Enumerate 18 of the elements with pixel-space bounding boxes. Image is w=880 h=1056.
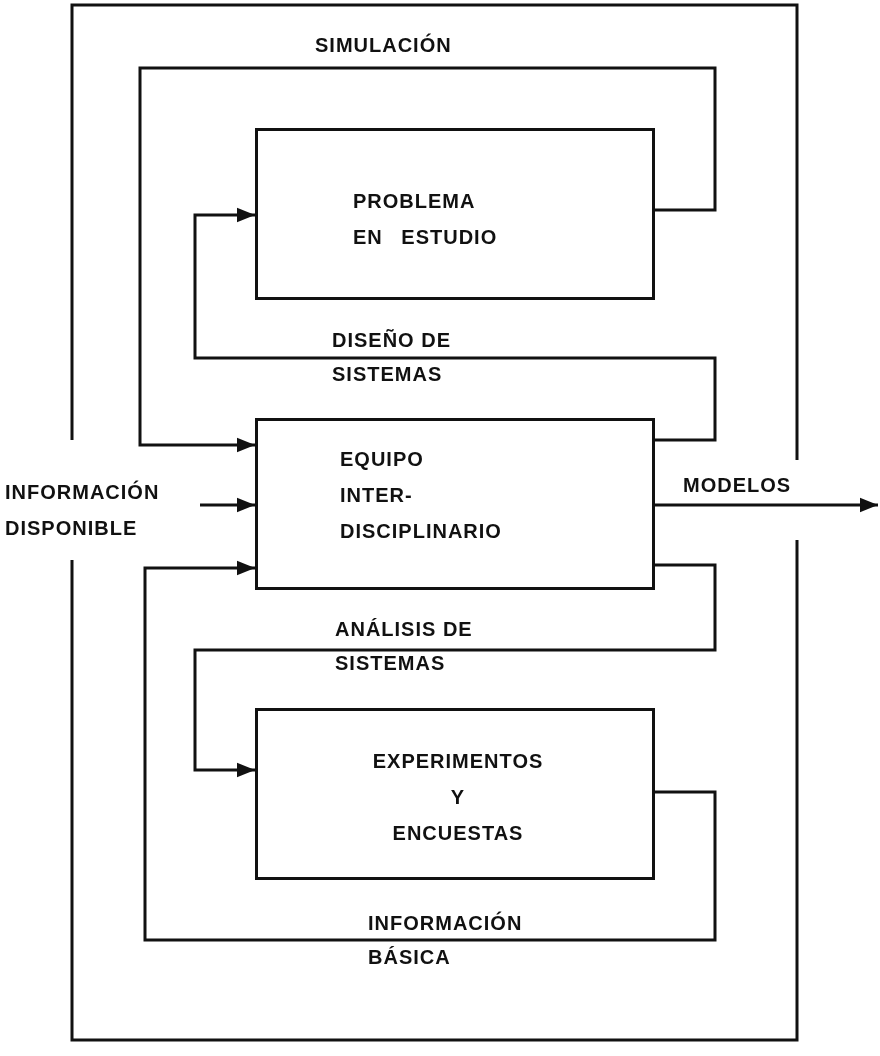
arrow bbox=[655, 497, 878, 513]
process-box bbox=[255, 128, 655, 300]
process-box bbox=[255, 708, 655, 880]
box-label: EQUIPO INTER- DISCIPLINARIO bbox=[340, 447, 503, 544]
edge-label: MODELOS bbox=[683, 473, 793, 498]
process-box bbox=[255, 418, 655, 590]
box-label: PROBLEMA EN ESTUDIO bbox=[353, 189, 498, 250]
arrow bbox=[138, 66, 717, 453]
edge-label: INFORMACIÓN BÁSICA bbox=[368, 910, 524, 970]
edge-label: SIMULACIÓN bbox=[315, 32, 453, 58]
input-label: INFORMACIÓN DISPONIBLE bbox=[5, 479, 161, 541]
arrow bbox=[200, 497, 255, 513]
arrow bbox=[193, 563, 717, 778]
box-label: EXPERIMENTOS Y ENCUESTAS bbox=[371, 749, 545, 846]
arrow bbox=[143, 560, 717, 942]
edge-label: DISEÑO DE SISTEMAS bbox=[332, 328, 453, 387]
arrow bbox=[193, 207, 717, 442]
edge-label: ANÁLISIS DE SISTEMAS bbox=[335, 617, 474, 676]
